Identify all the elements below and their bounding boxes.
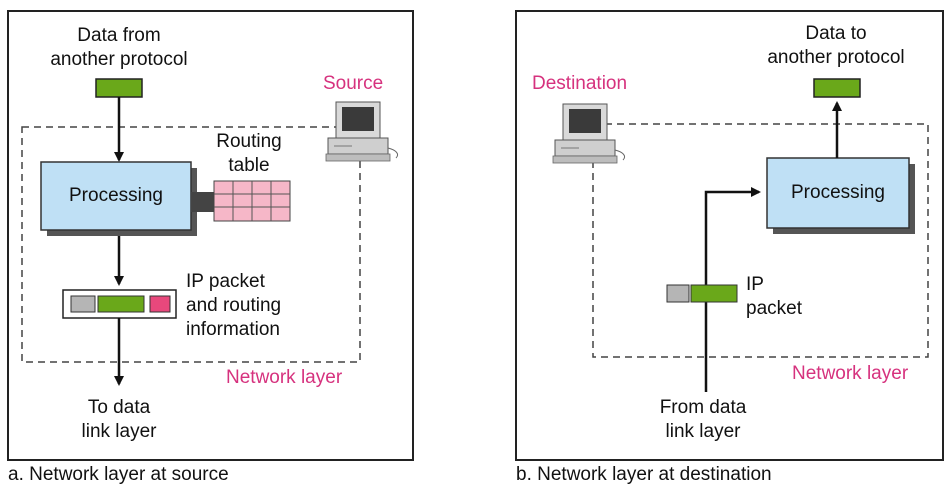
right-output-label: Data to another protocol — [767, 22, 904, 70]
left-input-label-line1: Data from — [77, 25, 161, 46]
left-table-connector — [191, 192, 214, 212]
left-output-label: To data link layer — [82, 396, 157, 444]
right-processing-label: Processing — [791, 182, 885, 203]
right-output-label-line2: another protocol — [767, 47, 905, 68]
right-input-label: From data link layer — [660, 396, 747, 444]
source-computer-icon — [325, 101, 399, 162]
right-input-label-line1: From data — [659, 397, 747, 418]
right-packet-label-line2: packet — [746, 298, 802, 319]
left-packet-routing-info-block — [149, 295, 171, 313]
left-input-label: Data from another protocol — [50, 24, 187, 72]
right-output-label-line1: Data to — [805, 23, 867, 44]
routing-table-label-line1: Routing — [216, 131, 282, 152]
source-label: Source — [323, 73, 384, 94]
left-packet-label-line1: IP packet — [186, 271, 265, 292]
right-input-label-line2: link layer — [665, 421, 741, 442]
left-processing-box — [40, 161, 192, 231]
right-input-arrow — [704, 187, 761, 392]
right-panel-frame — [515, 10, 944, 461]
left-output-label-line2: link layer — [81, 421, 157, 442]
destination-computer-icon — [552, 103, 626, 164]
left-input-data-block — [95, 78, 143, 98]
left-input-label-line2: another protocol — [50, 49, 188, 70]
routing-table — [213, 180, 291, 222]
right-caption: b. Network layer at destination — [516, 464, 772, 485]
destination-label: Destination — [532, 73, 628, 94]
right-network-layer-label: Network layer — [792, 363, 909, 384]
right-packet-header-block — [666, 284, 690, 303]
right-packet-label-line1: IP — [746, 274, 764, 295]
routing-table-label-line2: table — [228, 155, 270, 176]
right-output-data-block — [813, 78, 861, 98]
left-panel-frame — [7, 10, 414, 461]
left-output-label-line1: To data — [87, 397, 151, 418]
left-packet-label: IP packet and routing information — [186, 270, 281, 342]
left-network-layer-boundary — [21, 126, 361, 363]
left-network-layer-label: Network layer — [226, 367, 343, 388]
left-packet-header-block — [70, 295, 96, 313]
left-packet-label-line3: information — [186, 319, 280, 340]
left-caption: a. Network layer at source — [8, 464, 229, 485]
routing-table-label: Routing table — [216, 130, 282, 178]
left-packet-label-line2: and routing — [186, 295, 282, 316]
right-packet-data-block — [690, 284, 738, 303]
left-processing-label: Processing — [69, 185, 163, 206]
right-network-layer-boundary — [592, 123, 929, 358]
left-packet-data-block — [97, 295, 145, 313]
right-packet-label: IP packet — [746, 273, 802, 321]
